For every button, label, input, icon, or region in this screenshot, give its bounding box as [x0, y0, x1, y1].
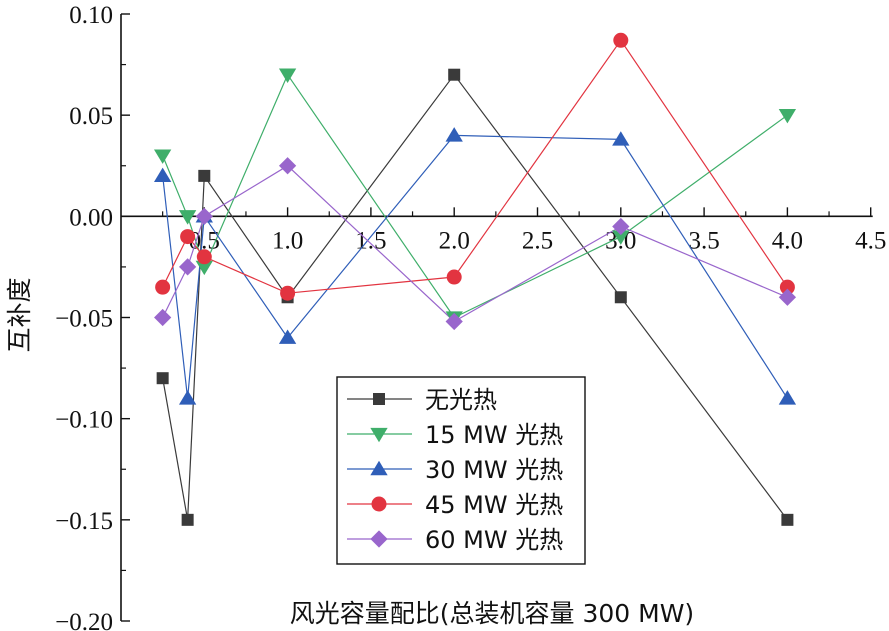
data-point: [370, 530, 388, 548]
data-point: [155, 279, 171, 295]
data-point: [779, 279, 795, 295]
data-point: [613, 32, 629, 48]
data-point: [448, 68, 461, 81]
data-point: [781, 513, 794, 526]
data-point: [154, 308, 172, 327]
data-point: [612, 217, 630, 236]
y-tick-label: 0.05: [69, 103, 113, 130]
data-point: [278, 157, 297, 175]
series-markers: [153, 32, 797, 526]
legend: 无光热 15 MW 光热 30 MW 光热 45 MW 光热 60 MW 光热: [336, 376, 586, 565]
data-point: [370, 427, 388, 443]
data-point: [181, 513, 194, 526]
legend-label: 45 MW 光热: [425, 491, 563, 519]
legend-label: 30 MW 光热: [425, 456, 563, 484]
data-point: [153, 167, 172, 183]
x-tick-label: 4.5: [855, 227, 886, 254]
y-tick-label: −0.10: [55, 407, 113, 434]
x-tick-label: 3.5: [688, 227, 719, 254]
legend-label: 60 MW 光热: [425, 526, 563, 554]
data-point: [280, 285, 296, 301]
y-tick-label: 0.10: [69, 2, 113, 29]
series-line-1: [162, 73, 788, 319]
data-point: [373, 393, 385, 405]
data-point: [278, 68, 297, 83]
y-tick-label: −0.20: [55, 609, 113, 631]
data-point: [153, 149, 172, 164]
series-line-2: [162, 134, 788, 399]
data-point: [445, 127, 463, 142]
legend-label: 无光热: [425, 386, 497, 414]
data-point: [371, 496, 387, 512]
data-point: [778, 288, 797, 306]
data-point: [612, 230, 630, 245]
data-point: [195, 207, 213, 225]
x-tick-label: 4.0: [772, 227, 803, 254]
legend-label: 15 MW 光热: [425, 421, 563, 449]
data-point: [178, 390, 197, 405]
y-tick-label: 0.00: [69, 204, 113, 231]
data-point: [612, 131, 630, 146]
data-point: [446, 269, 462, 285]
x-tick-label: 1.0: [272, 227, 303, 254]
data-point: [179, 258, 197, 276]
x-axis-title: 风光容量配比(总装机容量 300 MW): [290, 599, 694, 628]
y-axis-title: 互补度: [5, 277, 34, 352]
y-tick-label: −0.05: [55, 306, 113, 333]
data-point: [278, 329, 297, 344]
x-tick-label: 2.5: [522, 227, 553, 254]
data-point: [196, 249, 212, 265]
data-point: [156, 372, 169, 385]
data-point: [445, 312, 463, 331]
series-line-3: [162, 39, 788, 294]
data-point: [614, 291, 627, 304]
data-point: [778, 390, 797, 405]
data-point: [778, 108, 797, 124]
data-point: [180, 229, 196, 245]
x-tick-label: 2.0: [439, 227, 470, 254]
y-tick-label: −0.15: [55, 508, 113, 535]
data-point: [370, 460, 388, 476]
data-point: [195, 260, 213, 276]
data-point: [178, 210, 197, 225]
data-point: [198, 169, 211, 182]
